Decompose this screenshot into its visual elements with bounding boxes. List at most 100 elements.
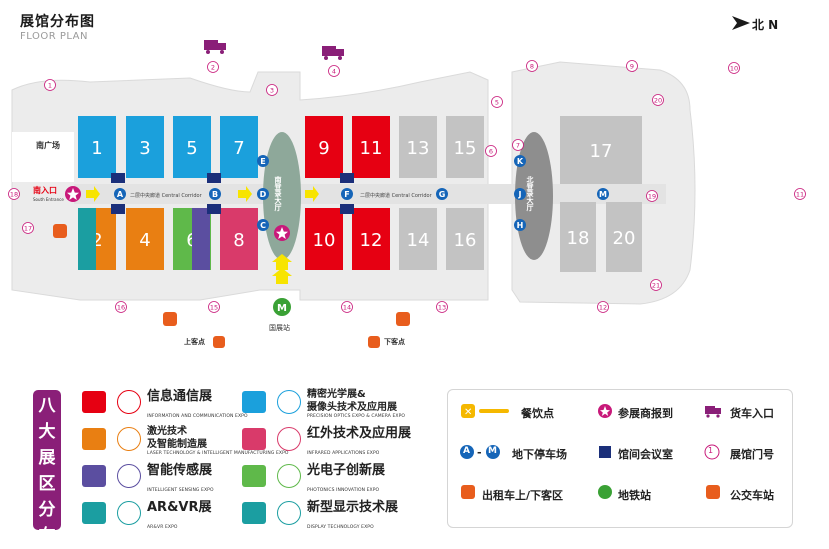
gate-5-marker bbox=[491, 96, 503, 108]
parking-dash: - bbox=[477, 446, 482, 459]
parking-letter: D bbox=[260, 190, 267, 199]
dining-label: 餐饮点 bbox=[521, 407, 554, 420]
legend-label: 光电子创新展 bbox=[307, 463, 386, 478]
taxi-icon bbox=[53, 224, 67, 238]
hall-10 bbox=[305, 208, 343, 270]
gate-9-marker bbox=[626, 60, 638, 72]
gate-number: 4 bbox=[332, 68, 336, 76]
antenna-icon bbox=[117, 390, 141, 414]
parking-b-marker bbox=[209, 188, 221, 200]
hall-number: 3 bbox=[139, 138, 150, 159]
gate-17-marker bbox=[22, 222, 34, 234]
corridor-label-2: 二层中央廊道 Central Corridor bbox=[360, 192, 433, 199]
gate-number: 19 bbox=[648, 193, 656, 201]
parking-icon bbox=[460, 445, 474, 459]
gate-label: 展馆门号 bbox=[730, 448, 774, 461]
taxi-icon bbox=[461, 485, 475, 499]
metro-label: 地铁站 bbox=[618, 489, 651, 502]
legend-swatch bbox=[242, 391, 266, 413]
meeting-room bbox=[111, 204, 125, 214]
gate-number: 18 bbox=[10, 191, 18, 199]
parking-icon bbox=[486, 445, 500, 459]
legend-swatch bbox=[242, 428, 266, 450]
legend-label: AR&VR展 bbox=[147, 500, 212, 515]
gate-2-marker bbox=[207, 61, 219, 73]
hall-2-teal-section bbox=[78, 208, 96, 270]
parking-letter: A bbox=[117, 190, 124, 199]
gate-number: 11 bbox=[796, 191, 804, 199]
north-lobby-label: 北登录大厅 bbox=[526, 175, 535, 212]
legend-label-en: AR&VR EXPO bbox=[147, 525, 178, 530]
parking-f-marker bbox=[341, 188, 353, 200]
parking-letter: H bbox=[517, 221, 524, 230]
hall-number: 7 bbox=[233, 138, 244, 159]
parking-letter: K bbox=[517, 157, 524, 166]
gate-number: 7 bbox=[516, 142, 520, 150]
legend-swatch bbox=[82, 391, 106, 413]
gate-number: 9 bbox=[630, 63, 634, 71]
legend-label: 信息通信展 bbox=[147, 389, 213, 404]
legend-banner-text: 八大展区分布 bbox=[38, 396, 56, 546]
legend-swatch bbox=[82, 428, 106, 450]
gate-number: 3 bbox=[270, 87, 274, 95]
gate-number: 6 bbox=[489, 148, 493, 156]
parking-letter: F bbox=[344, 190, 349, 199]
hall-3 bbox=[126, 116, 164, 178]
legend-label: 精密光学展& 摄像头技术及应用展 bbox=[307, 389, 397, 413]
facility-legend-icons: ✕ bbox=[460, 404, 721, 499]
display-icon bbox=[277, 501, 301, 525]
hall-number: 14 bbox=[407, 230, 430, 251]
legend-label-en: PHOTONICS INNOVATION EXPO bbox=[307, 488, 380, 493]
legend-swatch bbox=[242, 502, 266, 524]
gate-14-marker bbox=[341, 301, 353, 313]
gate-number: 21 bbox=[652, 282, 660, 290]
meeting-room bbox=[340, 204, 354, 214]
arrow-icon bbox=[272, 254, 292, 270]
gate-15-marker bbox=[208, 301, 220, 313]
gate-8-marker bbox=[526, 60, 538, 72]
hall-number: 18 bbox=[567, 228, 590, 249]
hall-number: 5 bbox=[186, 138, 197, 159]
parking-j-marker bbox=[514, 188, 526, 200]
legend-label: 红外技术及应用展 bbox=[307, 426, 412, 441]
taxi-label: 出租车上/下客区 bbox=[482, 489, 564, 502]
legend-swatch bbox=[82, 465, 106, 487]
hall-1 bbox=[78, 116, 116, 178]
hall-number: 17 bbox=[590, 141, 613, 162]
south-entrance-en: South Entrance bbox=[33, 197, 64, 202]
parking-a-marker bbox=[114, 188, 126, 200]
gate-number: 12 bbox=[599, 304, 607, 312]
legend-label-en: INTELLIGENT SENSING EXPO bbox=[147, 488, 214, 493]
gate-sample-number: 1 bbox=[708, 446, 714, 455]
hall-4 bbox=[126, 208, 164, 270]
hall-8 bbox=[220, 208, 258, 270]
lens-icon bbox=[277, 390, 301, 414]
parking-g-marker bbox=[436, 188, 448, 200]
hall-number: 13 bbox=[407, 138, 430, 159]
hall-11 bbox=[352, 116, 390, 178]
svg-text:✕: ✕ bbox=[464, 407, 472, 418]
hall-9 bbox=[305, 116, 343, 178]
gate-number: 17 bbox=[24, 225, 32, 233]
hall-number: 8 bbox=[233, 230, 244, 251]
hall-number: 16 bbox=[454, 230, 477, 251]
gate-number: 1 bbox=[48, 82, 52, 90]
gate-21-marker bbox=[650, 279, 662, 291]
legend-label-en: LASER TECHNOLOGY & INTELLIGENT MANUFACTU… bbox=[147, 451, 289, 456]
taxi-icon bbox=[396, 312, 410, 326]
hall-14 bbox=[399, 208, 437, 270]
parking-k-marker bbox=[514, 155, 526, 167]
gate-number: 20 bbox=[654, 97, 662, 105]
parking-e-marker bbox=[257, 155, 269, 167]
hall-17 bbox=[560, 116, 642, 184]
metro-icon bbox=[598, 485, 612, 499]
gate-16-marker bbox=[115, 301, 127, 313]
hall-number: 9 bbox=[318, 138, 329, 159]
gate-13-marker bbox=[436, 301, 448, 313]
bus-icon bbox=[368, 336, 380, 348]
north-label: 北 N bbox=[752, 18, 779, 32]
dining-icon bbox=[461, 404, 475, 418]
hall-18 bbox=[560, 202, 596, 272]
hall-16 bbox=[446, 208, 484, 270]
